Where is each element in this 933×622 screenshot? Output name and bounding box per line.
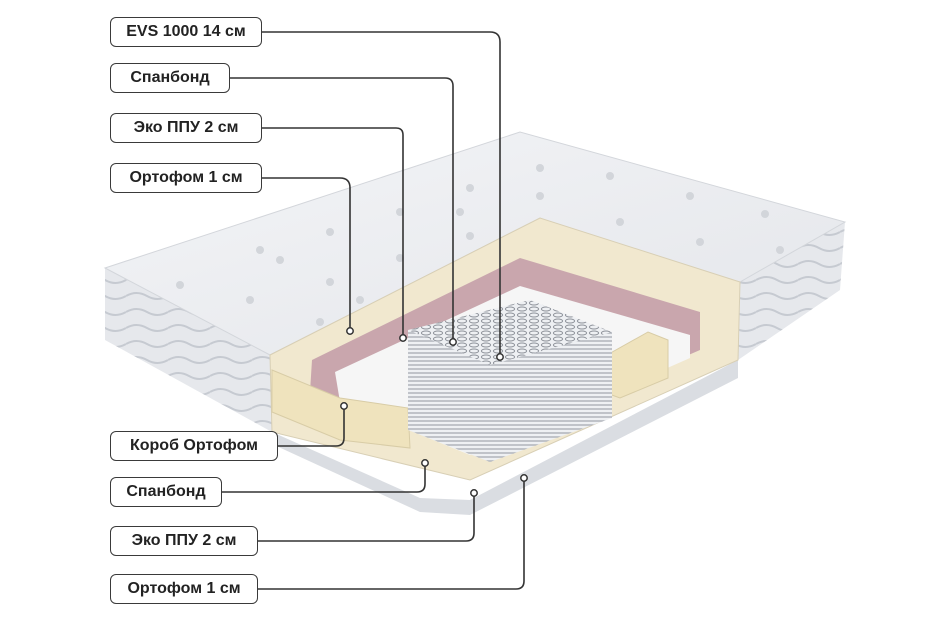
label-orthofom-bottom: Ортофом 1 см	[110, 574, 258, 604]
label-spunbond-top: Спанбонд	[110, 63, 230, 93]
spring-block	[408, 300, 612, 462]
leader-dots	[340, 327, 528, 497]
label-orthofom-top: Ортофом 1 см	[110, 163, 262, 193]
label-eco-ppu-top: Эко ППУ 2 см	[110, 113, 262, 143]
mattress-side-walls	[105, 222, 845, 515]
label-foam-box: Короб Ортофом	[110, 431, 278, 461]
label-evs-1000: EVS 1000 14 см	[110, 17, 262, 47]
label-spunbond-bottom: Спанбонд	[110, 477, 222, 507]
leader-lines	[222, 31, 525, 590]
label-eco-ppu-bottom: Эко ППУ 2 см	[110, 526, 258, 556]
